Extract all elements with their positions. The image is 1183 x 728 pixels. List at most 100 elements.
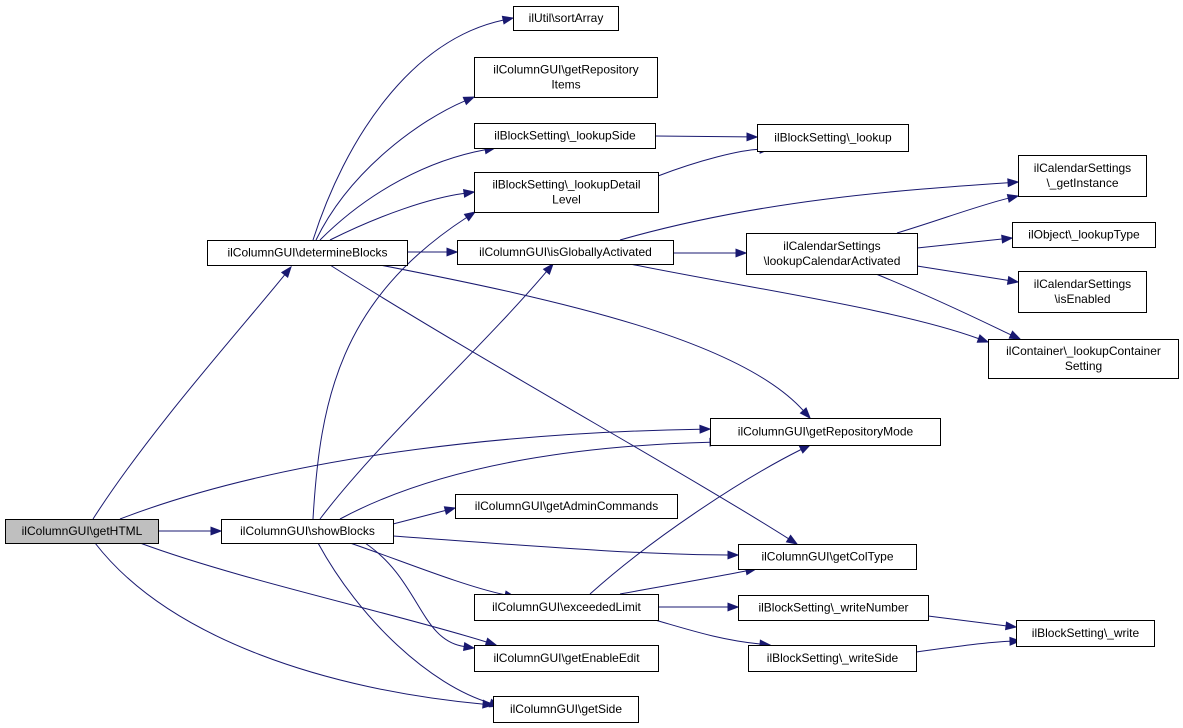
node-label: ilColumnGUI\determineBlocks	[227, 246, 387, 260]
node-isGloballyActivated[interactable]: ilColumnGUI\isGloballyActivated	[457, 240, 674, 265]
node-showBlocks[interactable]: ilColumnGUI\showBlocks	[221, 519, 394, 544]
arrowhead-icon	[484, 637, 498, 647]
arrowhead-icon	[976, 334, 990, 343]
nodes-layer: ilColumnGUI\getHTML ilColumnGUI\determine…	[5, 6, 1179, 723]
edge-line	[319, 149, 486, 241]
edge-line	[312, 19, 504, 241]
edge-determineBlocks-to-lookupDetailLevel	[329, 188, 476, 241]
edge-showBlocks-to-isGloballyActivated	[319, 262, 554, 520]
edge-exceededLimit-to-getRepositoryMode	[589, 444, 812, 595]
arrowhead-icon	[799, 407, 811, 420]
edges-layer	[92, 15, 1022, 709]
node-label: ilCalendarSettings	[1034, 161, 1131, 175]
arrowhead-icon	[210, 526, 223, 536]
arrowhead-icon	[1001, 234, 1014, 244]
node-label: ilUtil\sortArray	[529, 11, 604, 25]
node-label: Setting	[1065, 359, 1102, 373]
arrowhead-icon	[462, 96, 476, 106]
node-lookupType[interactable]: ilObject\_lookupType	[1012, 222, 1156, 248]
node-lookupCalendarActivated[interactable]: ilCalendarSettings\lookupCalendarActivat…	[746, 233, 918, 275]
edge-showBlocks-to-exceededLimit	[349, 542, 517, 600]
arrowhead-icon	[501, 15, 515, 25]
edge-showBlocks-to-getSide	[317, 542, 502, 708]
edge-determineBlocks-to-getColType	[329, 264, 799, 545]
node-label: ilBlockSetting\_writeSide	[767, 651, 899, 665]
node-label: \_getInstance	[1046, 176, 1118, 190]
arrowhead-icon	[446, 247, 459, 257]
node-label: ilContainer\_lookupContainer	[1006, 344, 1161, 358]
edge-exceededLimit-to-writeNumber	[658, 602, 740, 612]
node-box	[457, 240, 674, 265]
edge-getHTML-to-determineBlocks	[92, 265, 292, 520]
node-box	[710, 418, 941, 446]
edge-isGloballyActivated-to-lookupCalendarActivated	[673, 248, 748, 258]
edge-line	[619, 570, 747, 595]
node-getInstance[interactable]: ilCalendarSettings\_getInstance	[1018, 155, 1147, 197]
node-getEnableEdit[interactable]: ilColumnGUI\getEnableEdit	[474, 645, 659, 672]
edge-line	[312, 217, 467, 520]
arrowhead-icon	[1009, 636, 1022, 646]
node-determineBlocks[interactable]: ilColumnGUI\determineBlocks	[207, 240, 408, 266]
node-writeSide[interactable]: ilBlockSetting\_writeSide	[748, 645, 917, 672]
node-write[interactable]: ilBlockSetting\_write	[1016, 620, 1155, 647]
node-getHTML[interactable]: ilColumnGUI\getHTML	[5, 519, 159, 544]
edge-showBlocks-to-getColType	[392, 535, 740, 560]
arrowhead-icon	[1008, 330, 1022, 340]
node-box	[746, 233, 918, 275]
edge-writeNumber-to-write	[927, 615, 1018, 631]
edge-line	[657, 148, 761, 177]
arrowhead-icon	[542, 262, 554, 275]
node-box	[738, 544, 917, 570]
node-getSide[interactable]: ilColumnGUI\getSide	[493, 696, 639, 723]
node-getRepositoryMode[interactable]: ilColumnGUI\getRepositoryMode	[710, 418, 941, 446]
node-box	[207, 240, 408, 266]
node-label: ilColumnGUI\exceededLimit	[492, 600, 641, 614]
arrowhead-icon	[280, 265, 292, 279]
arrowhead-icon	[463, 211, 477, 222]
node-label: ilColumnGUI\getSide	[510, 702, 622, 716]
arrowhead-icon	[1006, 194, 1020, 203]
node-box	[474, 645, 659, 672]
node-exceededLimit[interactable]: ilColumnGUI\exceededLimit	[474, 594, 659, 621]
node-label: ilColumnGUI\getAdminCommands	[475, 499, 658, 513]
edge-lookupSide-to-lookup	[654, 132, 759, 142]
node-box	[1016, 620, 1155, 647]
edge-getHTML-to-getEnableEdit	[139, 542, 498, 647]
edge-line	[317, 542, 491, 704]
edge-lookupCalendarActivated-to-lookupContainerSetting	[875, 273, 1022, 340]
edge-determineBlocks-to-isGloballyActivated	[407, 247, 459, 257]
node-box	[474, 172, 659, 213]
node-lookup[interactable]: ilBlockSetting\_lookup	[757, 124, 909, 152]
edge-line	[927, 615, 1007, 627]
node-box	[757, 124, 909, 152]
edge-line	[329, 192, 465, 241]
node-getColType[interactable]: ilColumnGUI\getColType	[738, 544, 917, 570]
node-box	[748, 645, 917, 672]
edge-writeSide-to-write	[915, 636, 1022, 653]
node-label: ilObject\_lookupType	[1028, 228, 1140, 242]
arrowhead-icon	[727, 602, 740, 612]
edge-getHTML-to-getSide	[94, 542, 495, 709]
node-label: ilBlockSetting\_lookupDetail	[492, 178, 640, 192]
node-label: \lookupCalendarActivated	[764, 254, 901, 268]
node-label: ilBlockSetting\_writeNumber	[758, 601, 908, 615]
arrowhead-icon	[1006, 275, 1020, 285]
node-box	[455, 494, 678, 519]
node-lookupSide[interactable]: ilBlockSetting\_lookupSide	[474, 123, 656, 149]
node-sortArray[interactable]: ilUtil\sortArray	[513, 6, 619, 31]
node-label: ilColumnGUI\getColType	[761, 550, 893, 564]
node-label: ilCalendarSettings	[1034, 277, 1131, 291]
node-box	[474, 594, 659, 621]
node-box	[221, 519, 394, 544]
node-label: ilColumnGUI\getEnableEdit	[493, 651, 640, 665]
node-getAdminCommands[interactable]: ilColumnGUI\getAdminCommands	[455, 494, 678, 519]
node-writeNumber[interactable]: ilBlockSetting\_writeNumber	[738, 595, 929, 621]
edge-line	[319, 271, 547, 520]
node-box	[513, 6, 619, 31]
arrowhead-icon	[463, 188, 476, 198]
node-isEnabled[interactable]: ilCalendarSettings\isEnabled	[1018, 271, 1147, 313]
